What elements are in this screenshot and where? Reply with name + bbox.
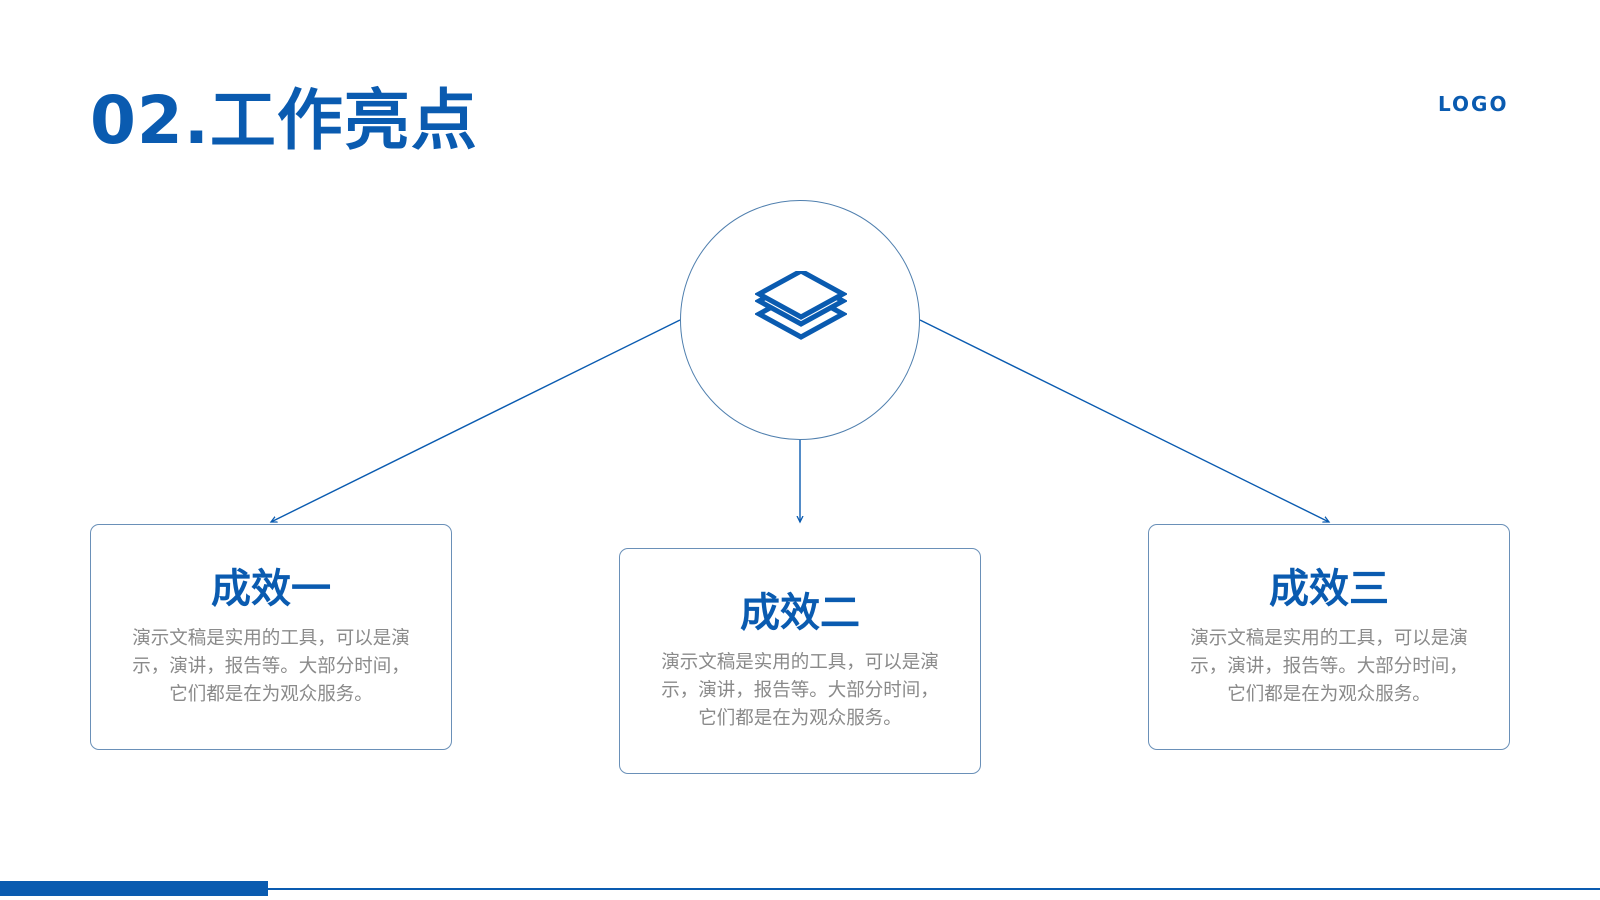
footer-accent-bar: [0, 881, 268, 896]
connector-right: [919, 319, 1329, 522]
result-card-1: 成效一 演示文稿是实用的工具，可以是演示，演讲，报告等。大部分时间，它们都是在为…: [90, 524, 452, 750]
result-card-3: 成效三 演示文稿是实用的工具，可以是演示，演讲，报告等。大部分时间，它们都是在为…: [1148, 524, 1510, 750]
card-description: 演示文稿是实用的工具，可以是演示，演讲，报告等。大部分时间，它们都是在为观众服务…: [661, 652, 939, 729]
layers-icon: [755, 271, 847, 340]
page-title: 02.工作亮点: [90, 82, 478, 159]
connector-left: [271, 319, 681, 522]
logo: LOGO: [1438, 92, 1509, 116]
card-description: 演示文稿是实用的工具，可以是演示，演讲，报告等。大部分时间，它们都是在为观众服务…: [1190, 628, 1468, 705]
footer-divider: [0, 888, 1600, 890]
result-card-2: 成效二 演示文稿是实用的工具，可以是演示，演讲，报告等。大部分时间，它们都是在为…: [619, 548, 981, 774]
hub-circle: [680, 200, 920, 440]
card-title: 成效三: [1269, 566, 1389, 612]
card-title: 成效二: [740, 590, 860, 636]
card-description: 演示文稿是实用的工具，可以是演示，演讲，报告等。大部分时间，它们都是在为观众服务…: [132, 628, 410, 705]
card-title: 成效一: [211, 566, 331, 612]
